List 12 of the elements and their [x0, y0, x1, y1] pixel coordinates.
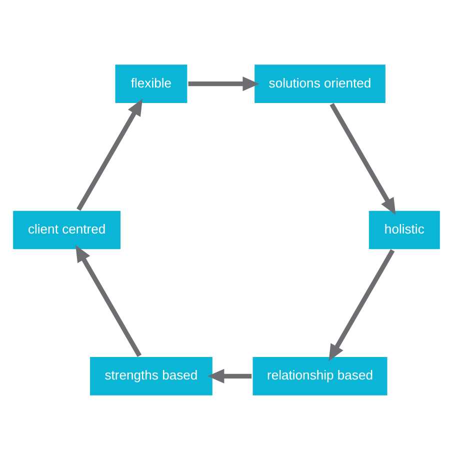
node-box: holistic	[367, 208, 442, 251]
arrow	[208, 368, 252, 383]
arrow	[76, 244, 142, 357]
node-box: relationship based	[250, 354, 390, 397]
arrow	[328, 248, 395, 361]
arrow	[330, 102, 396, 214]
node-box: flexible	[113, 62, 190, 104]
node-box: strengths based	[88, 354, 214, 397]
node-box: client centred	[11, 208, 122, 251]
arrow	[188, 76, 260, 91]
arrow	[76, 98, 142, 210]
node-box: solutions oriented	[252, 62, 388, 104]
